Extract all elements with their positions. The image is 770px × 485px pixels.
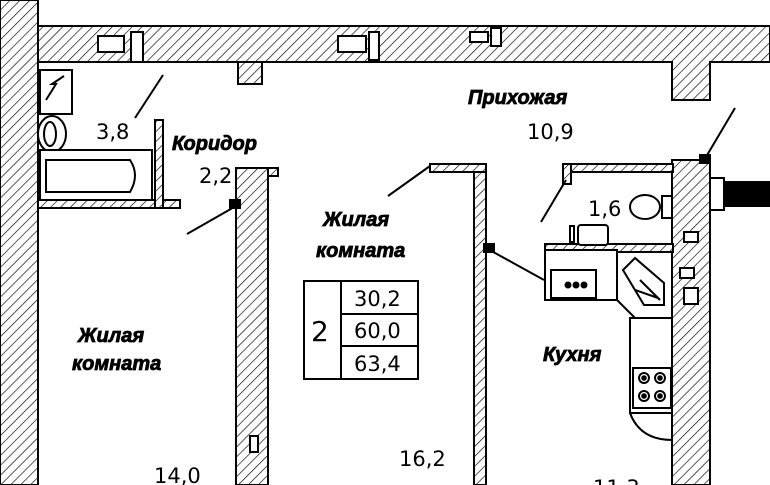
sink-icon <box>37 115 67 153</box>
radiator-1b <box>130 31 144 63</box>
area-summary-table <box>303 280 419 380</box>
top-wall <box>37 0 770 101</box>
door-kitchen <box>485 247 545 281</box>
kitchen-area: 11,3 <box>593 476 640 485</box>
door-entry <box>702 107 736 163</box>
total-area-value: 60,0 <box>354 319 401 343</box>
hall-name: Прихожая <box>468 87 567 109</box>
entry-door <box>709 177 770 211</box>
door-lines <box>134 74 736 281</box>
wc-fixtures <box>569 194 673 246</box>
kitchen-name: Кухня <box>543 344 602 366</box>
boiler <box>39 69 73 115</box>
radiator-2b <box>368 31 380 61</box>
kitchen-fixtures <box>544 249 673 441</box>
living1-area: 14,0 <box>154 464 201 485</box>
mid-top-partition <box>267 167 279 177</box>
partition-wall-left <box>235 167 269 485</box>
wc-area: 1,6 <box>588 197 621 221</box>
living1-name-line2: комната <box>72 353 161 375</box>
bathroom-fixtures <box>37 69 153 201</box>
door-living2 <box>387 165 431 197</box>
partition-wall-middle <box>473 167 487 485</box>
living1-name-line1: Жилая <box>77 325 144 347</box>
door-bath <box>134 74 164 119</box>
toilet-icon <box>629 194 661 220</box>
total-area-balcony-value: 63,4 <box>354 352 401 376</box>
radiator-2 <box>337 35 367 53</box>
radiator-3b <box>490 27 502 47</box>
door-wc <box>540 179 567 223</box>
socket-icon <box>249 435 259 453</box>
corridor-name: Коридор <box>172 133 257 155</box>
wc-top-partition <box>562 163 674 173</box>
radiator-3 <box>469 31 489 43</box>
wall-fixtures <box>229 154 711 453</box>
room-count: 2 <box>311 315 329 348</box>
left-wall <box>0 0 39 485</box>
radiators <box>97 27 502 63</box>
door-living1 <box>186 205 237 235</box>
stove-icon <box>632 367 672 409</box>
living2-area: 16,2 <box>399 447 446 471</box>
bath-side-partition <box>154 119 164 209</box>
living2-name-line2: комната <box>316 240 405 262</box>
living-area-value: 30,2 <box>354 287 401 311</box>
mid-top-partition-2 <box>429 163 487 173</box>
hall-area: 10,9 <box>527 120 574 144</box>
wc-sink-icon <box>577 224 609 246</box>
radiator-1 <box>97 35 125 53</box>
column-top <box>237 61 263 85</box>
bathroom-area: 3,8 <box>96 120 129 144</box>
wc-left-post <box>562 163 572 185</box>
right-wall <box>671 159 711 485</box>
corridor-area: 2,2 <box>199 164 232 188</box>
partitions <box>37 119 674 253</box>
living2-name-line1: Жилая <box>322 209 389 231</box>
labels: 3,8 Коридор 2,2 Прихожая 10,9 1,6 Жилая … <box>72 87 640 485</box>
